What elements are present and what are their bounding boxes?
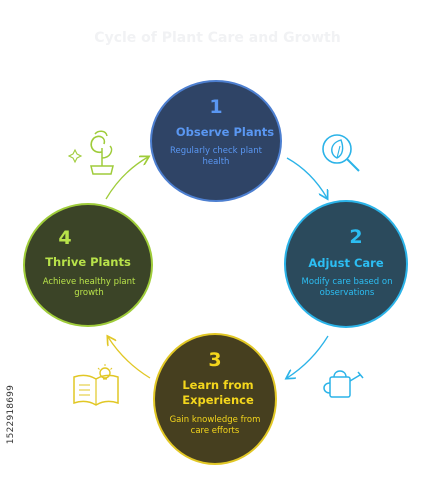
- sprouting-plant-icon: [68, 130, 114, 175]
- step-3-heading: Learn from Experience: [182, 378, 254, 407]
- open-book-bulb-icon: [73, 364, 119, 406]
- diagram-title: Cycle of Plant Care and Growth: [94, 30, 341, 46]
- step-2-adjust-care: 2 Adjust Care Modify care based on obser…: [284, 200, 408, 328]
- arrow-1-to-2: [286, 157, 327, 198]
- step-2-heading: Adjust Care: [308, 256, 384, 270]
- step-3-number: 3: [208, 349, 222, 371]
- stock-watermark-id: 1522918699: [6, 385, 16, 445]
- step-3-learn-from-experience: 3 Learn from Experience Gain knowledge f…: [153, 333, 277, 465]
- step-4-number: 4: [58, 227, 72, 249]
- step-2-number: 2: [349, 226, 363, 248]
- arrow-3-to-4: [108, 337, 151, 379]
- step-1-number: 1: [209, 96, 223, 118]
- step-4-heading: Thrive Plants: [45, 255, 131, 269]
- leaf-magnifier-icon: [322, 134, 360, 172]
- step-1-description: Regularly check plant health: [170, 146, 262, 167]
- step-3-description: Gain knowledge from care efforts: [169, 415, 261, 436]
- watering-can-icon: [323, 370, 364, 398]
- arrow-2-to-3: [287, 335, 329, 378]
- step-1-heading: Observe Plants: [175, 125, 275, 139]
- arrow-4-to-1: [105, 157, 148, 200]
- step-4-thrive-plants: 4 Thrive Plants Achieve healthy plant gr…: [23, 203, 153, 327]
- step-1-observe-plants: 1 Observe Plants Regularly check plant h…: [150, 80, 282, 202]
- step-2-description: Modify care based on observations: [301, 277, 393, 298]
- step-4-description: Achieve healthy plant growth: [42, 277, 136, 298]
